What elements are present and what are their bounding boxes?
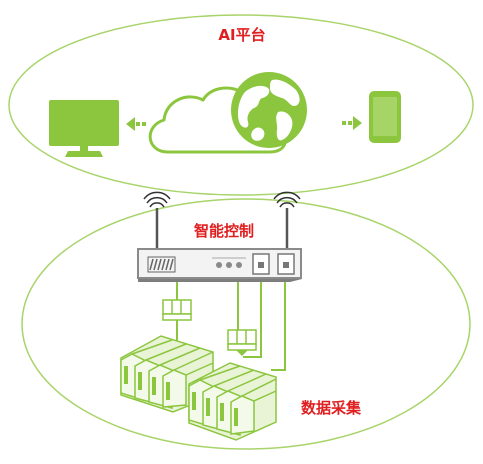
monitor-icon — [49, 100, 119, 157]
arrow-left-icon — [126, 117, 146, 131]
battery-rack-icon — [120, 335, 214, 413]
globe-icon — [231, 72, 307, 148]
ai-platform-label: AI平台 — [218, 26, 265, 44]
converter-module-icon — [162, 299, 192, 321]
phone-icon — [369, 91, 401, 143]
wifi-signal-icon — [273, 191, 301, 250]
converter-module-icon — [227, 329, 257, 356]
wifi-signal-icon — [143, 191, 171, 250]
field-layer-ellipse — [21, 198, 471, 450]
battery-rack-icon — [188, 362, 277, 441]
controller-device-icon — [137, 248, 302, 282]
arrow-right-icon — [342, 116, 362, 130]
data-collection-label: 数据采集 — [301, 399, 362, 417]
ai-platform-ellipse — [8, 14, 474, 196]
intelligent-control-label: 智能控制 — [194, 222, 254, 240]
